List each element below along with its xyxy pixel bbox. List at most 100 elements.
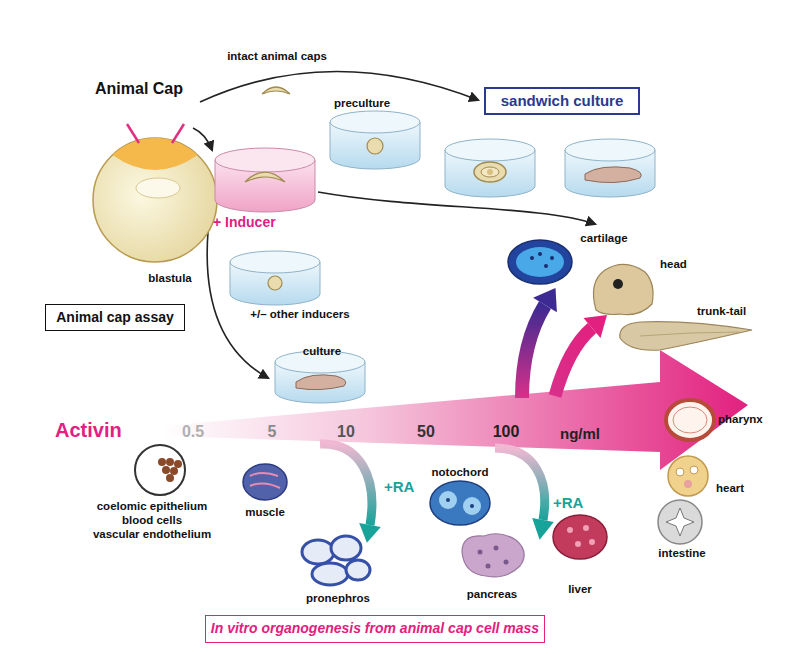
intestine-lumen: [666, 508, 694, 536]
cut-line: [172, 124, 184, 143]
tissue-label: heart: [716, 482, 744, 495]
blood-cell: [170, 467, 178, 475]
cell-dot: [550, 256, 554, 260]
tissue-label: notochord: [432, 466, 489, 479]
induction-arrow-head: [533, 288, 557, 312]
dish-rim: [230, 251, 320, 273]
induction-arrow-head: [584, 315, 608, 338]
blood-cell: [158, 458, 166, 466]
animal-cap-explant: [245, 172, 285, 182]
cell-dot: [567, 527, 573, 533]
blood-cell: [162, 466, 170, 474]
ra-arrow: [320, 444, 372, 525]
eye: [613, 279, 623, 289]
method-box: Animal cap assay: [45, 304, 185, 331]
step-label: +/– other inducers: [250, 308, 349, 321]
unit-label: ng/ml: [560, 425, 600, 442]
dish-rim: [445, 139, 535, 161]
method-box: sandwich culture: [484, 87, 640, 115]
pronephros-tubule: [312, 563, 348, 585]
sandwich-inner: [481, 167, 499, 177]
blood-cell: [174, 460, 182, 468]
dose-value: 10: [337, 423, 355, 441]
pronephros-tubule: [331, 536, 361, 560]
dose-value: 50: [417, 423, 435, 441]
cell-mass: [487, 169, 493, 175]
dose-value: 100: [493, 423, 520, 441]
dose-value: 0.5: [182, 423, 204, 441]
reagent-label: +RA: [384, 478, 414, 495]
notochord-cell: [439, 491, 457, 509]
step-label: preculture: [334, 97, 390, 110]
heart-section: [668, 456, 708, 496]
pharynx-section: [666, 400, 714, 440]
blood-cell: [166, 458, 174, 466]
animal-cap-region: [112, 138, 197, 170]
dose-value: 5: [268, 423, 277, 441]
cartilage-section: [508, 240, 572, 284]
blood-cell: [166, 474, 174, 482]
cartilage-core: [516, 247, 564, 277]
tissue-label: coelomic epithelium: [97, 500, 208, 513]
part-label: Animal Cap: [95, 80, 183, 98]
reagent-label: +RA: [553, 494, 583, 511]
box-text: Animal cap assay: [52, 310, 178, 325]
induction-arrow: [555, 328, 592, 396]
tissue-label: pharynx: [718, 413, 763, 426]
tissue-label: blood cells: [122, 514, 182, 527]
tissue-label: intestine: [658, 547, 705, 560]
cell-dot: [544, 264, 548, 268]
blastocoel: [136, 178, 180, 198]
cell-dot: [530, 256, 534, 260]
process-arrow: [193, 128, 212, 150]
tissue-label: cartilage: [580, 232, 627, 245]
muscle-section: [243, 464, 287, 500]
pancreas-section: [462, 534, 524, 577]
tissue-label: pronephros: [306, 592, 370, 605]
cell-dot: [494, 546, 499, 551]
tissue-label: muscle: [245, 506, 285, 519]
dish-rim: [565, 139, 655, 161]
ra-arrow: [495, 448, 545, 520]
notochord-section: [430, 481, 490, 525]
factor-label: Activin: [55, 419, 122, 442]
cell-mass: [367, 138, 383, 154]
notochord-cell: [463, 497, 481, 515]
blastula-embryo: [93, 138, 217, 262]
process-arrow: [318, 192, 595, 224]
dish-rim: [330, 111, 420, 133]
cut-line: [127, 124, 139, 143]
box-text: In vitro organogenesis from animal cap c…: [207, 621, 543, 636]
muscle-fiber: [250, 473, 278, 476]
reagent-label: + Inducer: [213, 214, 276, 230]
tissue-label: head: [660, 258, 687, 271]
tissue-label: pancreas: [467, 588, 518, 601]
heart-detail: [684, 480, 692, 488]
step-label: culture: [303, 345, 341, 358]
cell-dot: [589, 539, 595, 545]
animal-cap-icon: [262, 87, 290, 94]
step-label: intact animal caps: [227, 50, 327, 63]
coelomic-section: [135, 445, 185, 495]
ra-arrow-head: [532, 518, 554, 540]
tissue-label: vascular endothelium: [93, 528, 211, 541]
cell-dot: [470, 504, 474, 508]
cell-dot: [478, 550, 483, 555]
elongated-explant: [296, 375, 346, 390]
ra-arrow-head: [359, 523, 381, 543]
pronephros-tubule: [302, 540, 334, 564]
heart-detail: [690, 466, 698, 474]
sandwich-explant: [474, 162, 506, 182]
cell-dot: [504, 560, 509, 565]
box-text: sandwich culture: [497, 93, 628, 110]
elongated-explant: [585, 167, 641, 183]
cell-mass: [268, 276, 282, 290]
heart-detail: [676, 468, 684, 476]
cell-dot: [446, 498, 450, 502]
induction-arrow: [522, 305, 545, 398]
pronephros-tubule: [346, 560, 370, 580]
trunk-line: [640, 332, 740, 336]
caption-box: In vitro organogenesis from animal cap c…: [205, 615, 545, 643]
